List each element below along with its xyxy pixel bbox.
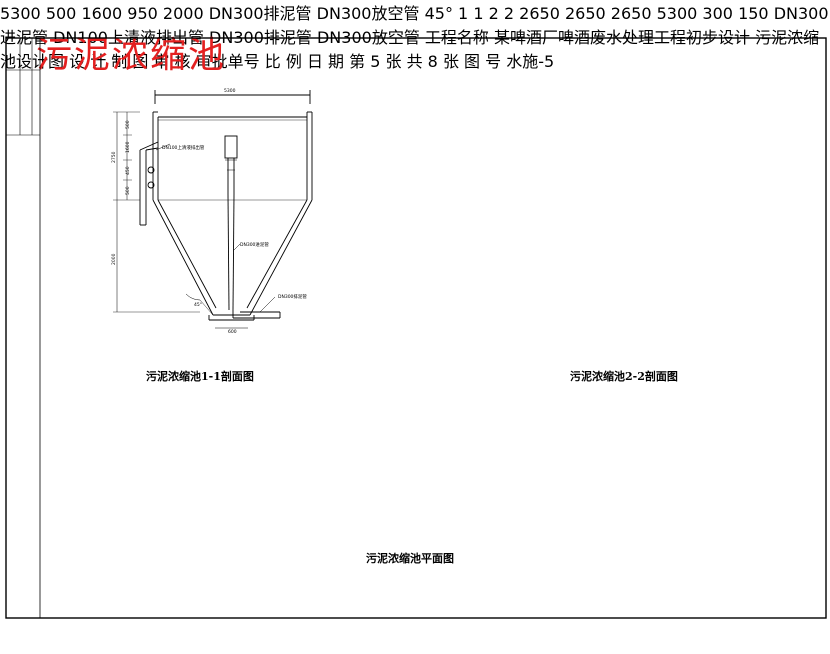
s1-h1: 500 [125, 120, 131, 129]
tb-sheet: 第 5 张 共 8 张 [349, 52, 459, 71]
drawing-title: 污泥浓缩池 [36, 35, 227, 76]
tb-row-4: 审批单号 [195, 52, 260, 71]
plan-dim-small: 150 [738, 4, 769, 23]
s1-angle: 45° [194, 302, 202, 308]
s2-h3: 950 [127, 4, 158, 23]
s2-label-sludge-out: DN300排泥管 [208, 4, 312, 23]
s1-h-lower: 2000 [111, 253, 117, 265]
inner-frame [39, 37, 827, 619]
s2-h-lower: 2000 [162, 4, 204, 23]
section-1-1-texts: 5300 500 1600 450 500 2750 2000 DN100上清液… [111, 88, 307, 335]
plan-marker-top: 1 [458, 4, 469, 23]
tb-row-3: 审 核 [153, 52, 191, 71]
s1-label-center-pipe: DN300进泥管 [240, 241, 269, 248]
s2-h2: 1600 [81, 4, 123, 23]
caption-plan-view: 污泥浓缩池平面图 [366, 552, 454, 565]
caption-section-1-1: 污泥浓缩池1-1剖面图 [146, 370, 254, 383]
section-2-2-texts: 5300 500 1600 950 2000 DN300排泥管 DN300放空管… [0, 4, 458, 23]
s1-base-dim: 600 [228, 329, 237, 335]
tb-scale-label: 比 例 [264, 52, 302, 71]
tb-row-1: 设 计 [69, 52, 107, 71]
s2-label-drain: DN300放空管 [316, 4, 420, 23]
s1-label-sludge-out: DN300排泥管 [278, 293, 307, 300]
plan-marker-bottom: 1 [473, 4, 484, 23]
s1-h2: 1600 [125, 141, 131, 153]
s2-top-width: 5300 [0, 4, 41, 23]
tb-drawing-no-label: 图 号 [464, 52, 502, 71]
s1-h3: 450 [125, 166, 131, 175]
s2-h1: 500 [45, 4, 77, 23]
plan-dim-right: 2650 [610, 4, 652, 23]
plan-dim-center: 300 [702, 4, 733, 23]
plan-dim-top: 2650 [519, 4, 560, 23]
s1-h4: 500 [125, 186, 131, 195]
s1-label-upper-outlet: DN100上清液排出管 [162, 144, 205, 151]
tb-date-label: 日 期 [306, 52, 345, 71]
plan-marker-right: 2 [503, 4, 515, 23]
tb-row-2: 制 图 [111, 52, 149, 71]
section-1-1-drawing [113, 90, 313, 329]
tb-drawing-no: 水施-5 [506, 52, 555, 71]
s1-h-upper: 2750 [111, 151, 117, 163]
plan-dim-left: 2650 [564, 4, 606, 23]
plan-dim-bottom: 5300 [656, 4, 698, 23]
caption-section-2-2: 污泥浓缩池2-2剖面图 [570, 370, 678, 383]
margin-strips [6, 38, 40, 136]
s1-top-width: 5300 [224, 88, 236, 94]
plan-marker-left: 2 [488, 4, 499, 23]
s2-angle: 45° [424, 4, 453, 23]
